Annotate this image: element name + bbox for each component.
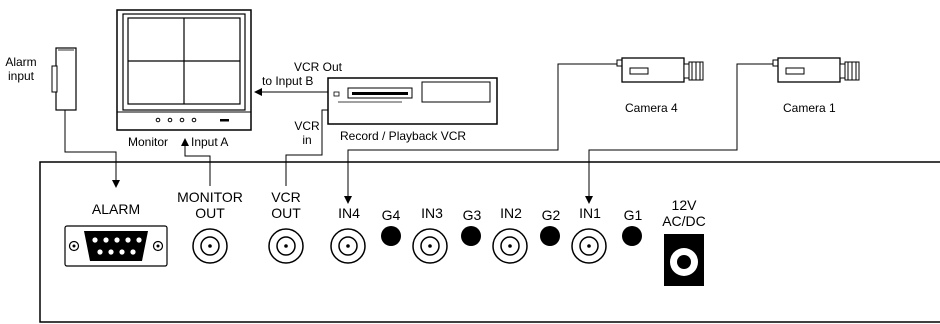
- g4-label: G4: [382, 207, 401, 223]
- g3-terminal: [461, 226, 481, 246]
- camera-4-label: Camera 4: [625, 101, 678, 115]
- monitor-out-wire: [181, 138, 211, 186]
- power-jack: [664, 234, 704, 286]
- alarm-input-device: [51, 47, 77, 111]
- alarm-input-label-1: Alarm: [5, 55, 36, 69]
- vcr-in-label-1: VCR: [294, 119, 320, 133]
- vcr: [327, 77, 498, 125]
- vcr-out-label-panel-1: VCR: [271, 189, 301, 205]
- g3-label: G3: [463, 207, 482, 223]
- camera-1-label: Camera 1: [783, 101, 836, 115]
- g2-label: G2: [542, 207, 561, 223]
- power-label-1: 12V: [672, 197, 698, 213]
- alarm-label: ALARM: [92, 201, 140, 217]
- g4-terminal: [381, 226, 401, 246]
- g2-terminal: [540, 226, 560, 246]
- rear-panel: [39, 161, 940, 323]
- in1-label: IN1: [579, 205, 601, 221]
- monitor-out-bnc: [192, 228, 228, 264]
- camera-4: [616, 57, 704, 83]
- in4-label: IN4: [338, 205, 360, 221]
- vcr-out-label-2: to Input B: [262, 74, 313, 88]
- vcr-in-label-2: in: [302, 133, 311, 147]
- in2-label: IN2: [500, 205, 522, 221]
- input-a-label: Input A: [191, 135, 228, 149]
- in2-bnc: [492, 228, 528, 264]
- alarm-input-label-2: input: [8, 69, 35, 83]
- alarm-wire: [64, 110, 120, 188]
- g1-label: G1: [624, 207, 643, 223]
- alarm-db9-connector: [64, 225, 168, 267]
- vcr-label: Record / Playback VCR: [340, 129, 466, 143]
- vcr-out-label-panel-2: OUT: [271, 205, 301, 221]
- vcr-out-label-1: VCR Out: [294, 60, 343, 74]
- power-label-2: AC/DC: [662, 213, 706, 229]
- vcr-in-wire: [285, 109, 328, 186]
- g1-terminal: [622, 226, 642, 246]
- monitor-label: Monitor: [128, 135, 168, 149]
- monitor-out-label-2: OUT: [195, 205, 225, 221]
- in3-bnc: [412, 228, 448, 264]
- monitor: [116, 9, 252, 131]
- in4-bnc: [330, 228, 366, 264]
- camera-1-wire: [585, 63, 773, 204]
- camera-1: [772, 57, 860, 83]
- monitor-out-label-1: MONITOR: [177, 189, 243, 205]
- in1-bnc: [571, 228, 607, 264]
- in3-label: IN3: [421, 205, 443, 221]
- vcr-out-bnc: [268, 228, 304, 264]
- camera-4-wire: [344, 63, 617, 204]
